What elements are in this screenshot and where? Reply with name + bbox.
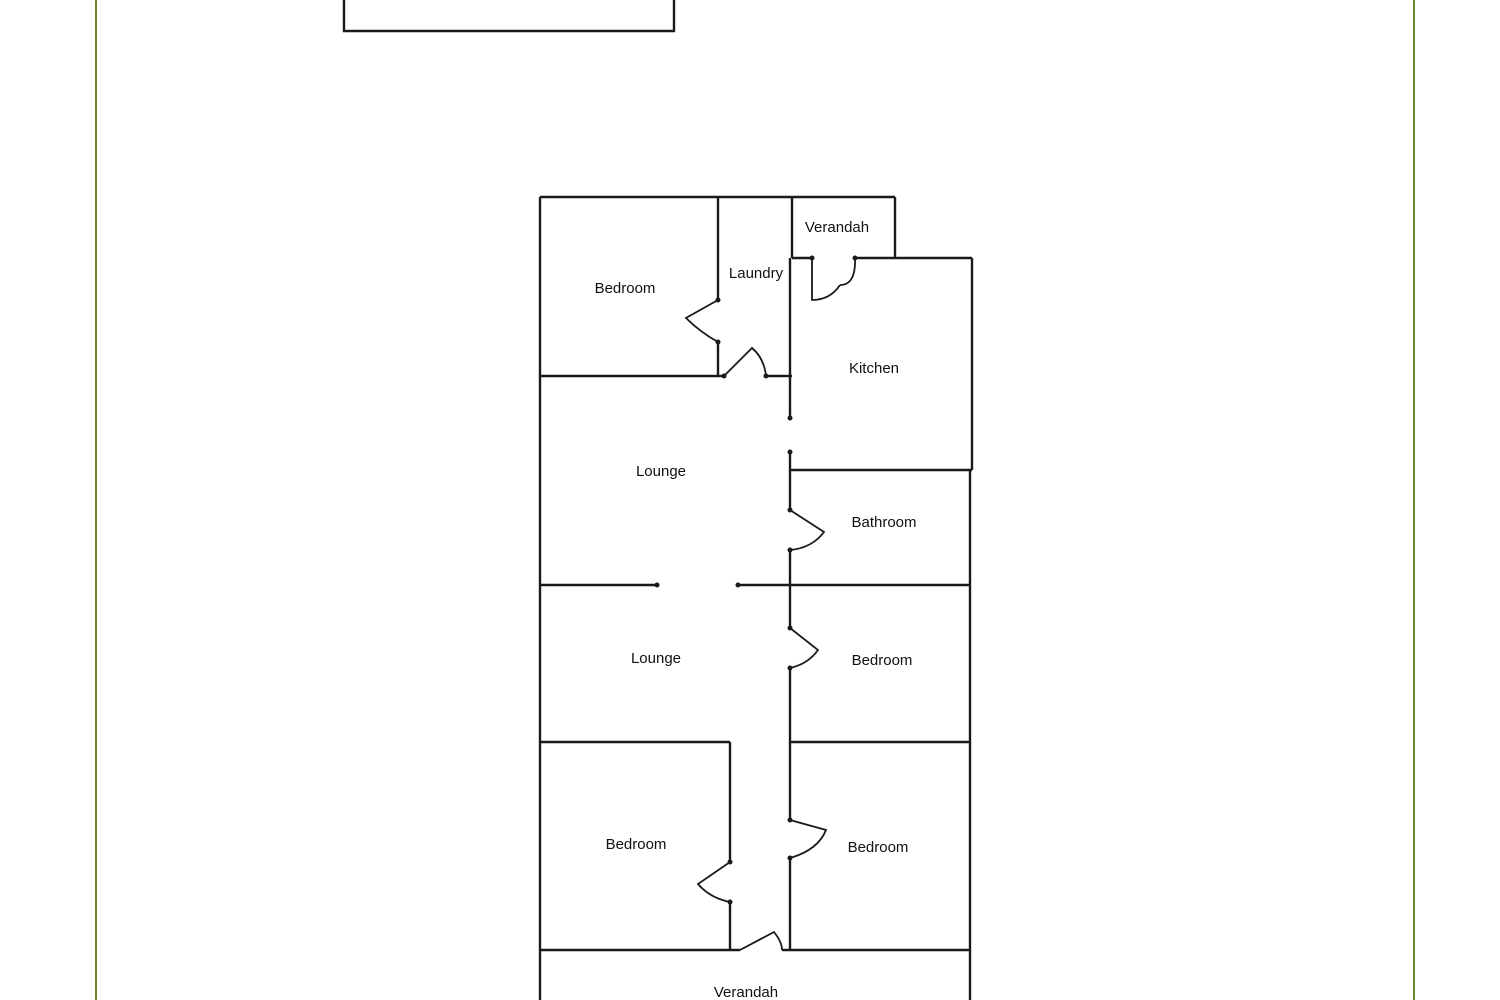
room-label-lounge-lower: Lounge	[631, 650, 681, 667]
interior-walls	[540, 197, 972, 952]
room-label-bedroom-southeast: Bedroom	[848, 839, 909, 856]
room-label-bedroom-north: Bedroom	[595, 280, 656, 297]
room-label-laundry: Laundry	[729, 265, 784, 282]
outbuilding-outline	[342, 0, 676, 33]
door-front-entry	[739, 930, 783, 951]
door-verandah-back-right	[839, 257, 856, 286]
room-label-kitchen: Kitchen	[849, 360, 899, 377]
room-label-lounge-upper: Lounge	[636, 463, 686, 480]
room-label-verandah-back: Verandah	[805, 219, 869, 236]
door-bedroom-southwest	[696, 861, 731, 903]
room-label-bedroom-east-mid: Bedroom	[852, 652, 913, 669]
room-label-verandah-front: Verandah	[714, 984, 778, 1000]
door-bedroom-southeast	[789, 819, 828, 859]
door-bedroom-east-mid	[789, 627, 820, 669]
exterior-walls	[538, 195, 974, 1000]
door-verandah-back-left	[811, 258, 841, 301]
doors	[684, 257, 856, 951]
door-laundry	[723, 346, 767, 377]
room-label-bathroom: Bathroom	[851, 514, 916, 531]
door-bedroom-north	[684, 299, 719, 343]
room-label-bedroom-southwest: Bedroom	[606, 836, 667, 853]
room-labels: Bedroom Laundry Verandah Kitchen Lounge …	[595, 219, 917, 1000]
door-bathroom	[789, 509, 826, 551]
